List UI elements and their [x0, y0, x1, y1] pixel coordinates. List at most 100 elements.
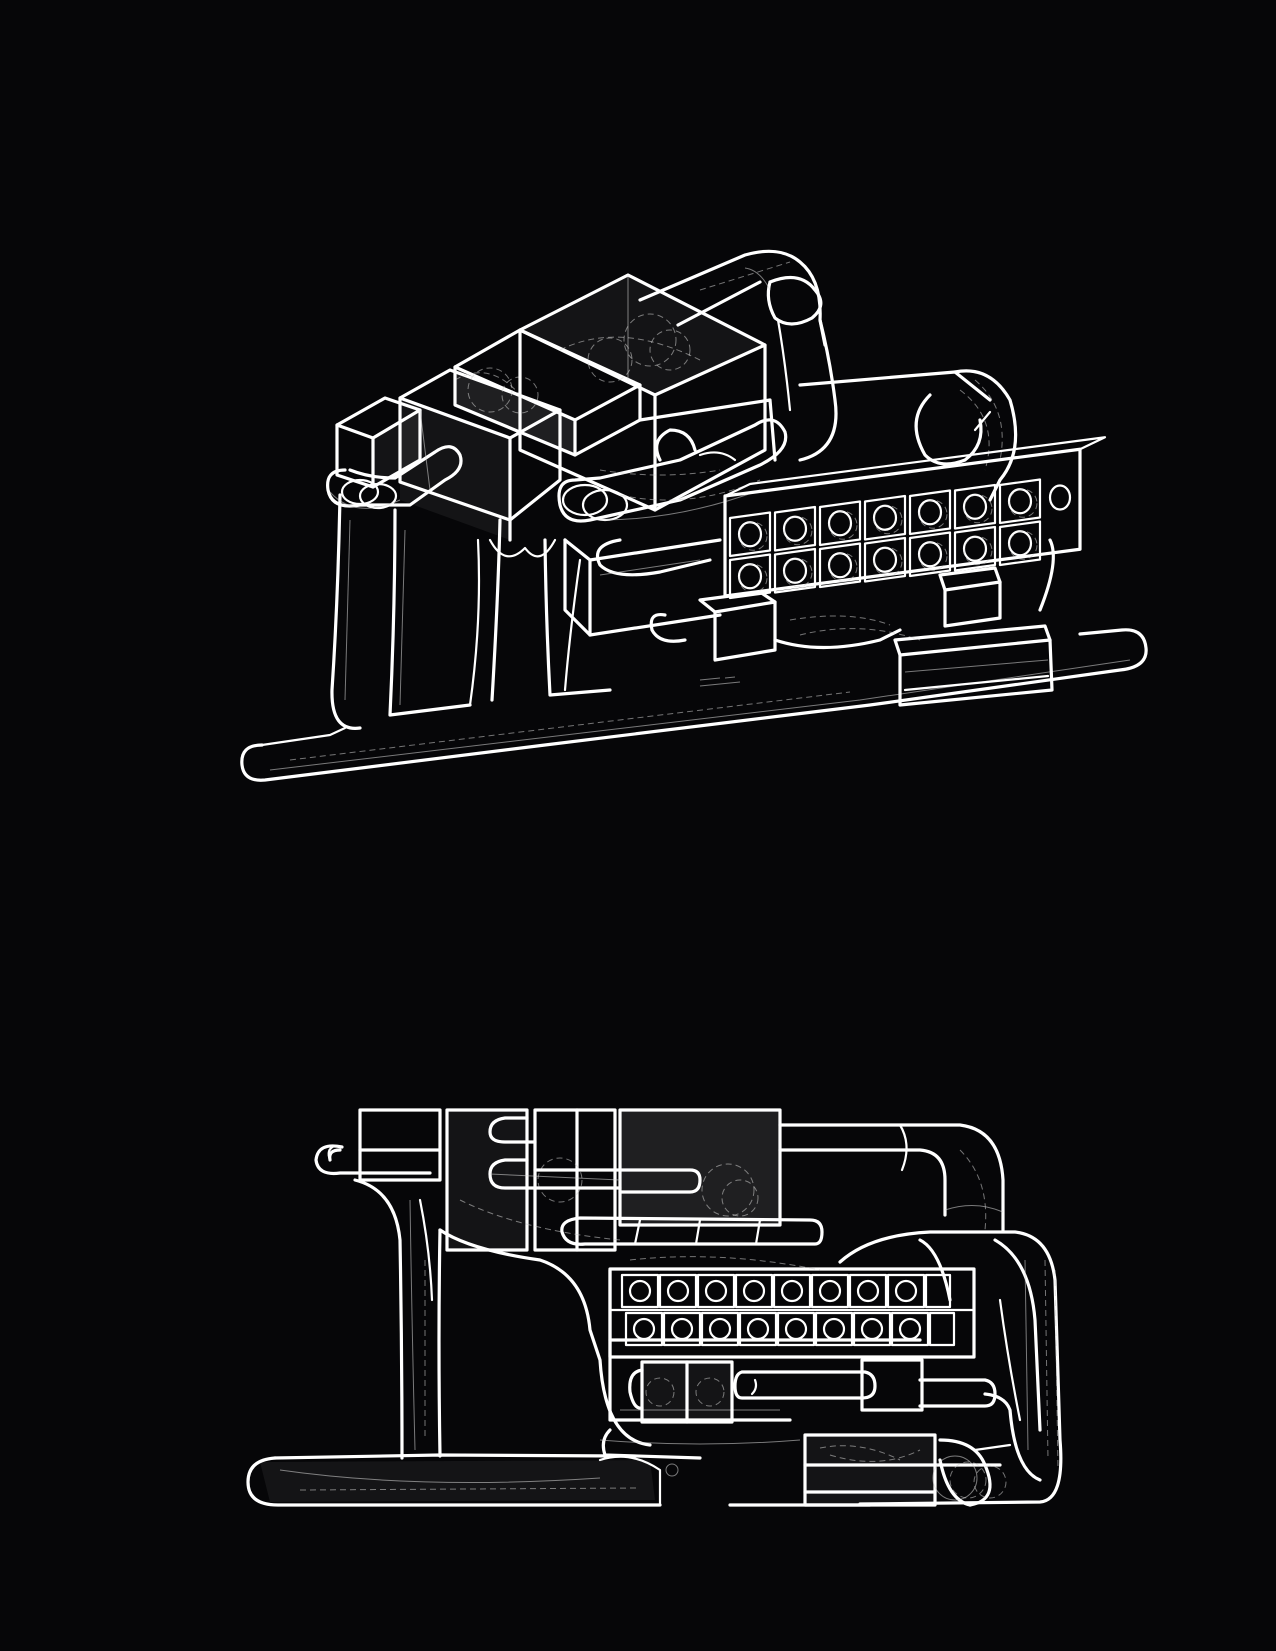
bottom-blocks: [649, 538, 1055, 707]
module-cell-face: [773, 547, 817, 594]
module-cell: [998, 520, 1042, 567]
module-cell-face: [863, 536, 907, 583]
module-cell: [953, 525, 997, 572]
module-cell-face: [852, 1311, 892, 1347]
module-cell-port: [746, 1317, 770, 1341]
module-cell-face: [818, 542, 862, 589]
module-cell: [734, 1273, 774, 1309]
module-cell-face: [814, 1311, 854, 1347]
module-cell-port: [708, 1317, 732, 1341]
module-cell-port: [742, 1279, 766, 1303]
module-cell-face: [620, 1273, 660, 1309]
left-connector-tubes: [326, 445, 463, 510]
module-cell-port: [632, 1317, 656, 1341]
module-cell-face: [953, 483, 997, 530]
module-cell-hidden-port: [828, 552, 858, 582]
module-cell-hidden-port: [963, 494, 993, 524]
module-cell-face: [624, 1311, 664, 1347]
module-cell-port: [1007, 530, 1033, 557]
module-array-endcap: [924, 1273, 952, 1309]
module-cell: [696, 1273, 736, 1309]
module-cell-port: [962, 493, 988, 520]
module-cell-face: [662, 1311, 702, 1347]
module-cell-port: [898, 1317, 922, 1341]
module-cell-port: [782, 557, 808, 584]
module-cell-face: [953, 525, 997, 572]
module-cell-port: [827, 510, 853, 537]
module-cell-hidden-port: [738, 521, 768, 551]
module-cell-port: [827, 552, 853, 579]
top-return-pipe: [638, 249, 838, 462]
guide-lines: [459, 1199, 821, 1445]
module-cell-port: [704, 1279, 728, 1303]
module-cell: [886, 1273, 926, 1309]
module-cell-face: [998, 520, 1042, 567]
module-cell: [773, 547, 817, 594]
manifold-tubes: [557, 418, 788, 577]
module-cell-face: [998, 478, 1042, 525]
module-cell-face: [818, 500, 862, 547]
module-cell-port: [737, 521, 763, 548]
module-cell-face: [700, 1311, 740, 1347]
module-cell-port: [784, 1317, 808, 1341]
module-cell-face: [772, 1273, 812, 1309]
elevation-view: [246, 1108, 1063, 1507]
module-cell-port: [917, 499, 943, 526]
top-row-boxes: [358, 1108, 782, 1252]
module-cell-port: [782, 515, 808, 542]
module-cell-port: [962, 535, 988, 562]
module-cell: [863, 536, 907, 583]
module-cell-face: [773, 505, 817, 552]
module-cell: [773, 505, 817, 552]
middle-cube: [398, 368, 562, 558]
module-cell: [818, 500, 862, 547]
module-cell-face: [696, 1273, 736, 1309]
module-cell: [863, 494, 907, 541]
module-cell-port: [1007, 488, 1033, 515]
module-cell-face: [848, 1273, 888, 1309]
module-cell-hidden-port: [963, 536, 993, 566]
module-array-top-face: [723, 436, 1107, 498]
module-cell-port: [666, 1279, 690, 1303]
module-cell-port: [737, 563, 763, 590]
module-cell-hidden-port: [918, 499, 948, 529]
module-cell: [620, 1273, 660, 1309]
module-cell-face: [908, 489, 952, 536]
module-cell: [908, 531, 952, 578]
base-tube-elevation: [246, 1453, 872, 1507]
right-housing: [638, 369, 1018, 502]
module-cell: [998, 478, 1042, 525]
annotation-ticks: [699, 676, 741, 687]
module-cell: [848, 1273, 888, 1309]
module-cell-face: [658, 1273, 698, 1309]
module-cell-port: [894, 1279, 918, 1303]
module-cell: [772, 1273, 812, 1309]
module-cell-face: [738, 1311, 778, 1347]
left-hook-pipe: [314, 1144, 432, 1176]
module-cell-face: [734, 1273, 774, 1309]
module-cell-port: [860, 1317, 884, 1341]
module-cell-port: [872, 504, 898, 531]
module-cell-port: [780, 1279, 804, 1303]
module-cell-face: [810, 1273, 850, 1309]
bottom-right-stack: [803, 1433, 1012, 1507]
module-cell-face: [728, 553, 772, 600]
top-cube: [518, 273, 767, 512]
module-cell: [818, 542, 862, 589]
module-array-frame: [723, 447, 1082, 598]
module-cell-hidden-port: [783, 516, 813, 546]
module-cell-hidden-port: [1008, 488, 1038, 518]
module-cell-port: [872, 546, 898, 573]
lower-blocks-elevation: [628, 1358, 1042, 1482]
isometric-view: [240, 249, 1148, 782]
module-cell-face: [728, 511, 772, 558]
module-cell-port: [670, 1317, 694, 1341]
module-cell-hidden-port: [918, 541, 948, 571]
module-cell-face: [908, 531, 952, 578]
module-array-elevation: [608, 1267, 976, 1359]
module-cell-face: [890, 1311, 930, 1347]
support-legs: [330, 493, 612, 730]
module-cell: [658, 1273, 698, 1309]
module-cell-hidden-port: [1008, 530, 1038, 560]
module-cell-hidden-port: [873, 505, 903, 535]
